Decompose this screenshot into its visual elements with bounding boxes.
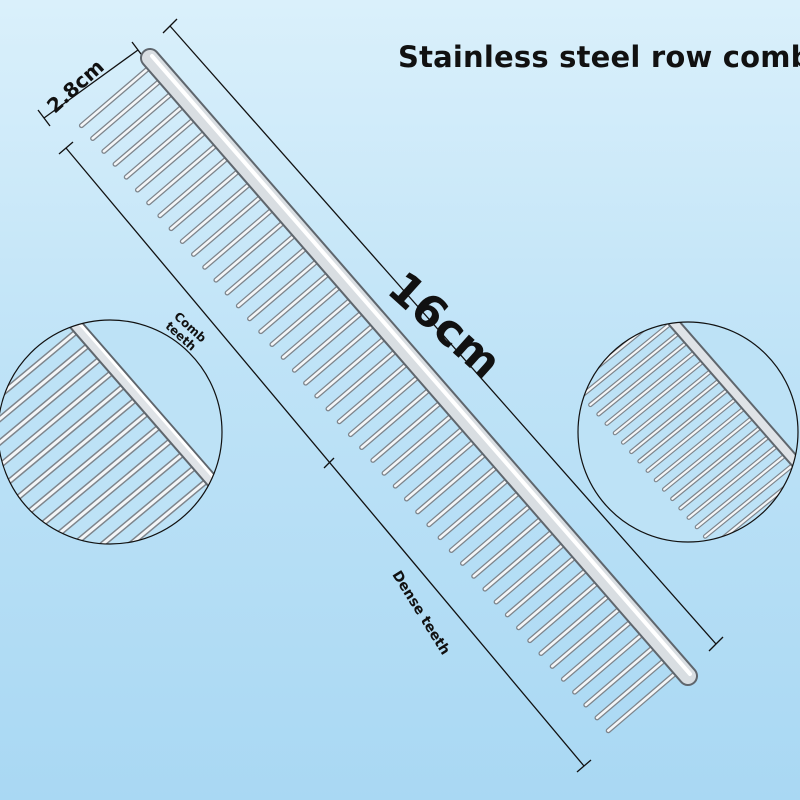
comb-tooth — [584, 641, 661, 707]
comb-tooth — [438, 473, 515, 539]
comb-tooth — [550, 602, 627, 668]
comb-tooth — [169, 164, 246, 230]
zoom-tooth — [671, 427, 760, 500]
zoom-tooth — [25, 412, 149, 516]
zoom-tooth — [622, 371, 711, 444]
zoom-tooth — [13, 398, 137, 502]
comb-tooth — [192, 190, 268, 256]
zoom-tooth — [581, 324, 670, 397]
zoom-spine — [66, 320, 222, 508]
comb-tooth — [270, 280, 347, 346]
zoom-tooth — [687, 446, 776, 519]
zoom-tooth — [1, 384, 125, 488]
comb-tooth — [326, 345, 403, 411]
comb-tooth — [472, 512, 549, 578]
comb-tooth — [125, 113, 201, 179]
zoom-tooth — [37, 425, 161, 529]
comb-spine — [142, 50, 696, 684]
length-dimension-line — [162, 18, 724, 652]
zoom-tooth — [679, 437, 768, 510]
comb-tooth — [181, 177, 257, 243]
comb-tooth — [382, 409, 459, 475]
zoom-tooth — [613, 361, 703, 435]
zoom-tooth — [0, 330, 78, 434]
comb-tooth — [461, 499, 537, 565]
zoom-tooth — [646, 399, 735, 472]
comb — [78, 48, 698, 734]
comb-tooth — [573, 628, 649, 694]
comb-tooth — [304, 319, 380, 385]
zoom-spine — [650, 322, 798, 493]
zoom-tooth — [84, 480, 208, 544]
comb-tooth — [506, 551, 582, 617]
comb-tooth — [517, 563, 593, 629]
zoom-tooth — [0, 371, 113, 475]
comb-tooth — [113, 100, 190, 166]
zoom-tooth — [654, 408, 744, 482]
comb-tooth — [595, 654, 672, 720]
comb-tooth — [607, 666, 683, 732]
comb-tooth — [416, 448, 493, 514]
zoom-tooth — [695, 455, 785, 529]
comb-tooth — [80, 61, 156, 127]
comb-tooth — [158, 151, 235, 217]
comb-tooth — [147, 139, 224, 205]
zoom-tooth — [638, 390, 727, 463]
zoom-tooth — [597, 343, 686, 416]
comb-tooth — [293, 306, 369, 372]
zoom-tooth — [663, 418, 752, 491]
zoom-tooth — [589, 333, 678, 406]
comb-tooth — [315, 332, 392, 398]
comb-teeth-group — [78, 60, 684, 734]
comb-tooth — [371, 396, 448, 462]
dense-teeth-dimension-line — [58, 141, 592, 773]
comb-tooth — [494, 538, 571, 604]
comb-spine-highlight — [150, 54, 692, 676]
zoom-tooth — [605, 352, 694, 425]
comb-tooth — [91, 74, 167, 140]
comb-tooth — [539, 589, 616, 655]
comb-tooth — [203, 203, 280, 269]
comb-tooth — [338, 357, 414, 423]
zoom-spine-highlight — [71, 320, 222, 503]
zoom-circle-right — [577, 321, 799, 543]
comb-tooth — [450, 486, 526, 552]
comb-tooth — [259, 267, 336, 333]
comb-tooth — [281, 293, 358, 359]
comb-tooth — [405, 435, 481, 501]
comb-tooth — [237, 242, 313, 308]
comb-tooth — [136, 126, 212, 192]
comb-tooth — [528, 576, 605, 642]
zoom-tooth — [48, 439, 172, 543]
zoom-circle-left — [0, 319, 223, 545]
comb-tooth — [248, 254, 324, 320]
comb-tooth — [483, 525, 560, 591]
comb-tooth — [427, 460, 504, 526]
zoom-tooth — [630, 380, 719, 453]
comb-tooth — [394, 422, 470, 488]
zoom-tooth — [704, 465, 793, 538]
comb-tooth — [102, 87, 179, 153]
comb-tooth — [360, 383, 436, 449]
comb-tooth — [214, 216, 291, 282]
comb-tooth — [349, 370, 425, 436]
comb-tooth — [562, 615, 638, 681]
zoom-tooth — [60, 452, 184, 544]
zoom-tooth — [72, 466, 196, 544]
product-title: Stainless steel row comb — [398, 40, 800, 74]
zoom-tooth — [0, 344, 90, 448]
zoom-tooth — [0, 357, 102, 461]
comb-tooth — [225, 229, 302, 295]
